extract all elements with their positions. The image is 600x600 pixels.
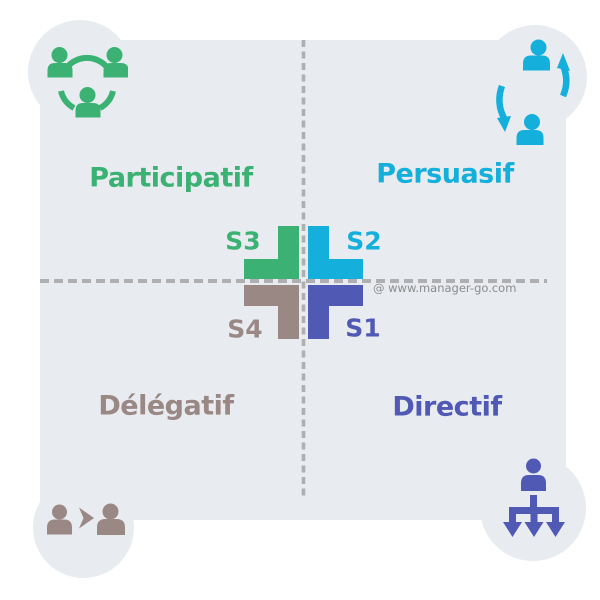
step-s2-shape (308, 226, 363, 279)
s1-label: S1 (345, 313, 381, 343)
circle-arc (58, 90, 76, 111)
step-s4-shape (244, 285, 299, 339)
chevron-right-icon (79, 507, 94, 529)
person-head (106, 47, 123, 63)
down-arrow (503, 514, 522, 537)
person-head (526, 458, 541, 474)
s3-label: S3 (225, 226, 261, 256)
circle-arc (62, 54, 112, 72)
arrow-head-up (557, 53, 570, 71)
directif-label: Directif (392, 391, 502, 423)
person-body (521, 475, 546, 491)
people-exchange-icon (495, 38, 571, 146)
person-handover-icon (45, 500, 129, 538)
arrow-head-down (497, 116, 511, 132)
stem (530, 495, 537, 507)
person-head (52, 504, 67, 520)
person-head (51, 47, 68, 63)
s2-label: S2 (346, 226, 382, 256)
s4-label: S4 (227, 314, 263, 344)
watermark: @ www.manager-go.com (373, 281, 517, 295)
down-arrow (546, 514, 565, 537)
person-body (75, 103, 101, 118)
group-circle-icon (44, 40, 128, 122)
person-body (516, 130, 544, 145)
person-body (97, 519, 125, 535)
person-body (47, 519, 72, 535)
person-head (102, 503, 119, 520)
participatif-label: Participatif (89, 162, 253, 194)
person-body (523, 55, 550, 71)
person-head (524, 114, 540, 130)
delegatif-label: Délégatif (98, 390, 234, 422)
right-curved-arrow (559, 66, 570, 98)
distribution-bar (509, 507, 559, 514)
hierarchy-arrows-icon (503, 452, 567, 540)
persuasif-label: Persuasif (376, 158, 514, 190)
step-s1-shape (308, 285, 363, 339)
step-s3-shape (244, 226, 299, 279)
person-head (530, 39, 547, 56)
left-curved-arrow (496, 84, 507, 120)
circle-arc (98, 90, 116, 111)
down-arrow (524, 514, 544, 537)
person-head (79, 87, 96, 103)
